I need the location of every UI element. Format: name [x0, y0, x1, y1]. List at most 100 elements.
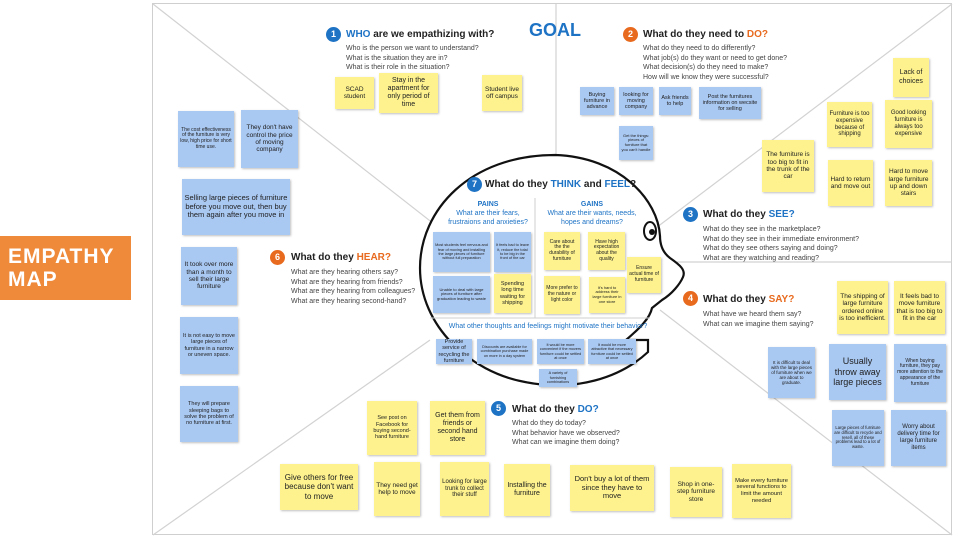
sticky-note: Shop in one-step furniture store: [670, 467, 722, 517]
sticky-note: Selling large pieces of furniture before…: [182, 179, 290, 235]
section-number-1: 1: [326, 27, 341, 42]
sticky-note: It feels bad to leave it, reduce the tot…: [494, 232, 531, 272]
need-highlight: DO?: [746, 29, 768, 40]
feel-highlight: FEEL: [604, 179, 631, 190]
sticky-note: When buying furniture, they pay more att…: [894, 344, 946, 402]
see-pre: What do they: [703, 209, 769, 220]
do-highlight: DO?: [577, 404, 599, 415]
sticky-note: Provide service of recycling the furnitu…: [436, 339, 472, 364]
need-question: What decision(s) do they need to make?: [643, 64, 769, 71]
need-question: How will we know they were successful?: [643, 73, 769, 81]
sticky-note: It would be more convenient if the mover…: [537, 339, 584, 364]
section-number-6: 6: [270, 250, 285, 265]
sticky-note: It is difficult to deal with the large p…: [768, 347, 815, 398]
see-question: What do they see in the marketplace?: [703, 226, 821, 233]
who-highlight: WHO: [346, 29, 371, 40]
section-hear-title: What do they HEAR?: [291, 252, 391, 263]
sticky-note: Get the things: pieces of furniture that…: [619, 126, 653, 160]
sticky-note: It feels bad to move furniture that is t…: [894, 281, 945, 334]
sticky-note: They need get help to move: [374, 462, 420, 516]
hear-question: What are they hearing from friends?: [291, 278, 403, 286]
sticky-note: A variety of furnishing combinations: [539, 369, 577, 387]
sticky-note: The shipping of large furniture ordered …: [837, 281, 888, 334]
see-question: What do they see others saying and doing…: [703, 245, 838, 252]
sticky-note: Don't buy a lot of them since they have …: [570, 465, 654, 511]
sticky-note: They will prepare sleeping bags to solve…: [180, 386, 238, 442]
sticky-note: Looking for large trunk to collect their…: [440, 462, 489, 516]
who-question: What is the situation they are in?: [346, 54, 448, 62]
think-end: ?: [630, 179, 637, 190]
sticky-note: It's hard to address their large furnitu…: [589, 277, 625, 313]
say-pre: What do they: [703, 294, 769, 305]
sticky-note: It took over more than a month to sell t…: [181, 247, 237, 305]
other-thoughts-question: What other thoughts and feelings might m…: [448, 323, 648, 330]
empathy-map-label: EMPATHY MAP: [0, 236, 131, 300]
sticky-note: Hard to return and move out: [828, 160, 873, 206]
who-question: What is their role in the situation?: [346, 64, 450, 71]
sticky-note: Discounts are available for combination …: [477, 339, 532, 364]
do-questions: What do they do today? What behavior hav…: [512, 419, 620, 448]
sticky-note: Large pieces of furniture are difficult …: [832, 410, 884, 466]
sticky-note: See post on Facebook for buying second-h…: [367, 401, 417, 455]
sticky-note: Give others for free because don't want …: [280, 464, 358, 510]
section-say-title: What do they SAY?: [703, 294, 794, 305]
sticky-note: Hard to move large furniture up and down…: [885, 160, 932, 206]
sticky-note: Lack of choices: [893, 58, 929, 97]
do-question: What behavior have we observed?: [512, 429, 620, 437]
who-question: Who is the person we want to understand?: [346, 45, 479, 52]
sticky-note: Post the furnitures information on wecsi…: [699, 87, 761, 119]
section-do-title: What do they DO?: [512, 404, 599, 415]
sticky-note: Care about the the durability of furnitu…: [544, 232, 580, 270]
need-pre: What do they need to: [643, 29, 747, 40]
need-question: What job(s) do they want or need to get …: [643, 54, 787, 62]
who-questions: Who is the person we want to understand?…: [346, 44, 479, 73]
sticky-note: Buying furniture in advance: [580, 87, 614, 115]
pains-title: PAINS: [477, 201, 499, 208]
section-number-4: 4: [683, 291, 698, 306]
see-questions: What do they see in the marketplace? Wha…: [703, 225, 859, 263]
section-need-title: What do they need to DO?: [643, 29, 768, 40]
need-question: What do they need to do differently?: [643, 45, 756, 52]
think-highlight: THINK: [550, 179, 582, 190]
gains-subtitle: What are their wants, needs, hopes and d…: [547, 210, 637, 226]
goal-title: GOAL: [529, 20, 581, 40]
section-see-title: What do they SEE?: [703, 209, 795, 220]
sticky-note: Get them from friends or second hand sto…: [430, 401, 485, 455]
see-highlight: SEE?: [768, 209, 795, 220]
sticky-note: More prefer to the nature or light color: [544, 276, 580, 314]
sticky-note: Unable to deal with large pieces of furn…: [433, 276, 490, 313]
sticky-note: Student live off campus: [482, 75, 522, 111]
sticky-note: It would be more attractive that necessa…: [588, 339, 636, 364]
section-number-5: 5: [491, 401, 506, 416]
hear-question: What are they hearing others say?: [291, 269, 399, 276]
hear-pre: What do they: [291, 252, 357, 263]
label-line-1: EMPATHY: [8, 245, 115, 268]
sticky-note: Have high expectation about the quality: [588, 232, 625, 270]
section-who-title: WHO are we empathizing with?: [346, 29, 494, 40]
sticky-note: Most students feel nervous and fear of m…: [433, 232, 490, 272]
sticky-note: The furniture is too big to fit in the t…: [762, 140, 814, 192]
section-think-title: What do they THINK and FEEL?: [485, 179, 636, 190]
sticky-note: Ensure actual time of furniture: [627, 257, 661, 293]
see-question: What do they see in their immediate envi…: [703, 235, 860, 243]
hear-question: What are they hearing from colleagues?: [291, 288, 416, 295]
sticky-note: Make every furniture several functions t…: [732, 464, 791, 518]
sticky-note: SCAD student: [335, 77, 374, 109]
do-pre: What do they: [512, 404, 578, 415]
need-questions: What do they need to do differently? Wha…: [643, 44, 787, 82]
say-question: What have we heard them say?: [703, 311, 802, 318]
sticky-note: Ask friends to help: [659, 87, 691, 115]
sticky-note: Stay in the apartment for only period of…: [379, 73, 438, 113]
head-outline: [418, 153, 685, 387]
say-questions: What have we heard them say? What can we…: [703, 310, 814, 329]
section-number-3: 3: [683, 207, 698, 222]
hear-highlight: HEAR?: [356, 252, 392, 263]
think-pre: What do they: [485, 179, 551, 190]
hear-question: What are they hearing second-hand?: [291, 297, 407, 305]
eye-icon: [643, 221, 657, 241]
sticky-note: The cost effectiveness of the furniture …: [178, 111, 234, 167]
sticky-note: Installing the furniture: [504, 464, 550, 516]
sticky-note: Worry about delivery time for large furn…: [891, 410, 946, 466]
say-question: What can we imagine them saying?: [703, 320, 814, 328]
